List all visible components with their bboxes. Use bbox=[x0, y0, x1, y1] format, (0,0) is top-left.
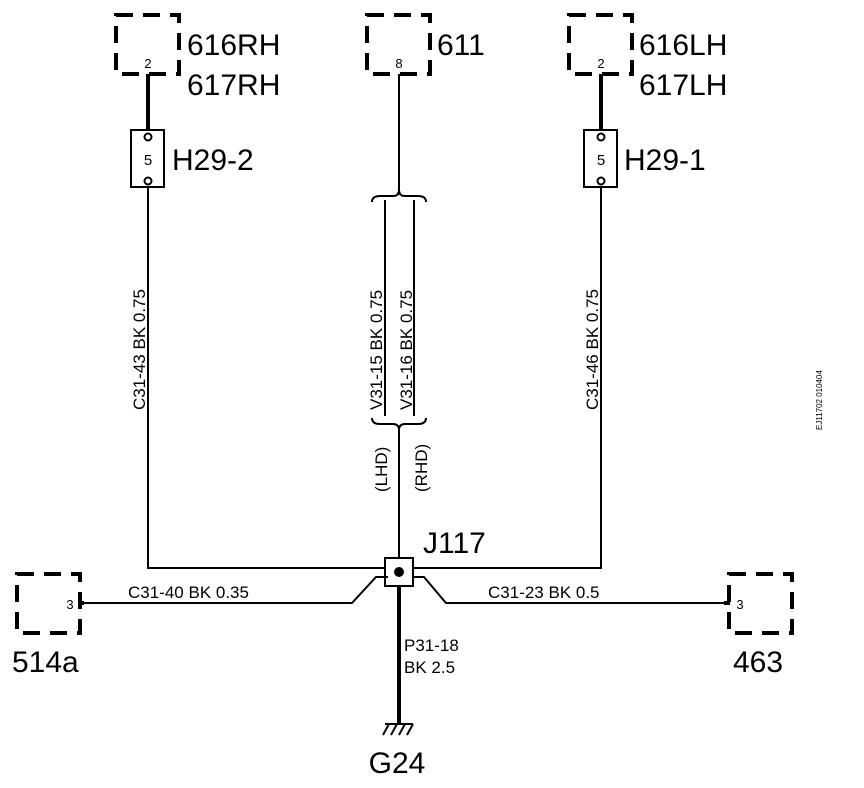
variant-brace-bottom bbox=[371, 417, 427, 431]
connector-616lh-label: 616LH bbox=[639, 29, 727, 62]
connector-616rh[interactable]: 2 616RH 617RH bbox=[114, 13, 280, 102]
splice-h29-2-bottom-terminal bbox=[143, 176, 153, 186]
ground-g24-label: G24 bbox=[369, 747, 426, 780]
connector-616rh-pin: 2 bbox=[144, 56, 151, 71]
splice-h29-1-bottom-terminal bbox=[596, 176, 606, 186]
wire-c31-40[interactable] bbox=[82, 576, 388, 604]
figure-code: EJ11702 010404 bbox=[815, 370, 824, 430]
splice-h29-1-pin: 5 bbox=[597, 152, 605, 169]
splice-h29-2-pin: 5 bbox=[144, 152, 152, 169]
ground-g24-symbol bbox=[382, 723, 414, 736]
connector-617lh-label: 617LH bbox=[639, 69, 727, 102]
wire-c31-46[interactable] bbox=[412, 187, 602, 569]
connector-616lh[interactable]: 2 616LH 617LH bbox=[567, 13, 727, 102]
connector-514a[interactable]: 3 514a bbox=[12, 572, 82, 679]
splice-h29-2-label: H29-2 bbox=[172, 144, 254, 177]
connector-617rh-label: 617RH bbox=[187, 69, 280, 102]
connector-611-label: 611 bbox=[437, 29, 485, 62]
wire-c31-23-label: C31-23 BK 0.5 bbox=[488, 583, 600, 602]
connector-616rh-label: 616RH bbox=[187, 29, 280, 62]
splice-h29-1-label: H29-1 bbox=[624, 144, 706, 177]
connector-611-outline bbox=[365, 13, 432, 76]
splice-h29-1-top-terminal bbox=[596, 132, 606, 142]
connector-616lh-outline bbox=[567, 13, 634, 76]
wire-v31-15-label: V31-15 BK 0.75 bbox=[367, 290, 386, 410]
connector-611[interactable]: 8 611 bbox=[365, 13, 485, 76]
connector-463-pin: 3 bbox=[736, 597, 743, 612]
connector-514a-pin: 3 bbox=[66, 597, 73, 612]
connector-616lh-pin: 2 bbox=[597, 56, 604, 71]
splice-j117-node bbox=[394, 567, 404, 577]
connector-611-pin: 8 bbox=[395, 56, 402, 71]
splice-h29-1[interactable]: 5 H29-1 bbox=[583, 129, 706, 188]
wire-v31-16-label: V31-16 BK 0.75 bbox=[397, 290, 416, 410]
variant-lhd-label: (LHD) bbox=[372, 447, 391, 492]
wire-c31-46-label: C31-46 BK 0.75 bbox=[583, 289, 602, 410]
wire-c31-43-label: C31-43 BK 0.75 bbox=[130, 289, 149, 410]
wire-c31-43[interactable] bbox=[147, 187, 388, 569]
wire-c31-40-label: C31-40 BK 0.35 bbox=[128, 583, 249, 602]
connector-463-outline bbox=[727, 572, 794, 635]
splice-h29-2-top-terminal bbox=[143, 132, 153, 142]
variant-brace-top bbox=[371, 189, 427, 203]
splice-j117-label: J117 bbox=[423, 527, 486, 560]
connector-514a-label: 514a bbox=[12, 646, 79, 679]
connector-463[interactable]: 3 463 bbox=[727, 572, 794, 679]
splice-h29-2[interactable]: 5 H29-2 bbox=[130, 129, 254, 188]
wire-p31-18-spec: BK 2.5 bbox=[404, 658, 455, 677]
connector-514a-outline bbox=[15, 572, 82, 635]
wire-p31-18-label: P31-18 bbox=[404, 636, 459, 655]
splice-j117[interactable]: J117 bbox=[384, 527, 486, 587]
variant-rhd-label: (RHD) bbox=[412, 444, 431, 492]
wire-c31-23[interactable] bbox=[412, 576, 726, 604]
connector-616rh-outline bbox=[114, 13, 181, 76]
connector-463-label: 463 bbox=[733, 646, 783, 679]
